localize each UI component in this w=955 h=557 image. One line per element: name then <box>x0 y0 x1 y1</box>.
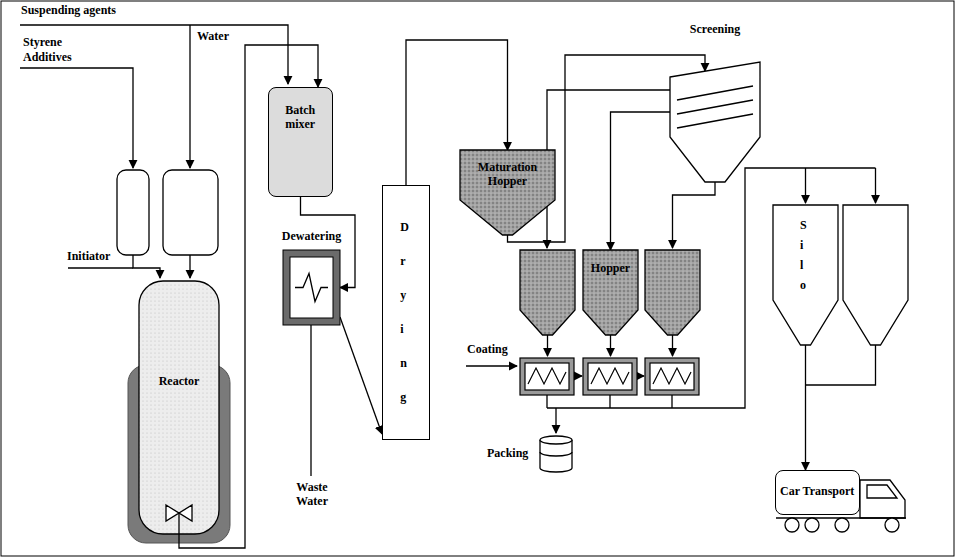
node-label: Hopper <box>591 262 630 276</box>
node-label: Silo <box>797 215 814 295</box>
truck-wheel <box>805 518 819 532</box>
drum-body <box>540 440 572 472</box>
text-area: Maturation Hopper <box>464 154 551 196</box>
mixer-screw <box>528 368 566 384</box>
mixer-frame <box>520 358 574 395</box>
flow-connector <box>611 112 671 250</box>
screen-line <box>673 182 716 248</box>
storage-silo: Silo <box>773 205 838 345</box>
input-label: Water <box>196 30 230 44</box>
silo-outlet <box>806 345 876 385</box>
text-area: Silo <box>773 213 838 297</box>
centrifuge-symbol <box>295 274 328 302</box>
node-label: Maturation Hopper <box>464 161 551 189</box>
agitator-symbol <box>166 505 192 521</box>
reactor-vessel-outline <box>138 280 220 535</box>
input-label: Coating <box>466 343 509 357</box>
waste-line <box>310 325 311 476</box>
hopper-wall <box>460 150 555 235</box>
storage-silo <box>843 205 908 345</box>
product-line <box>547 168 876 408</box>
silo-feed <box>875 168 876 203</box>
flow-connector <box>340 317 382 434</box>
node-label: Batch mixer <box>276 104 325 132</box>
suspending-feed <box>20 25 288 84</box>
hopper-outlet <box>547 335 548 356</box>
coating-mixers <box>520 358 699 395</box>
packing-line <box>555 408 556 433</box>
mixer-frame <box>583 358 637 395</box>
storage-hopper: Hopper <box>583 250 638 335</box>
mixer-screw <box>653 368 691 384</box>
silo-feed <box>805 168 806 203</box>
screening-unit: Screening <box>665 62 765 182</box>
hopper-outlet <box>610 335 611 356</box>
screen-housing <box>670 62 760 182</box>
flow-connector <box>805 345 806 470</box>
reactor-vessel: Reactor <box>138 280 220 535</box>
dryer-column: Drying <box>382 185 430 440</box>
hopper-outlet <box>672 335 673 356</box>
batch-mixer: Batch mixer <box>268 87 333 197</box>
agitator-shaft <box>178 513 179 535</box>
initiator-feed <box>68 267 133 268</box>
node-label: Drying <box>397 210 414 414</box>
mixer-frame <box>645 358 699 395</box>
truck-wheel <box>885 518 899 532</box>
storage-hopper <box>645 250 700 335</box>
dewatering-frame <box>283 250 340 325</box>
text-area: Hopper <box>583 258 638 280</box>
text-area: Dewatering <box>258 229 365 245</box>
text-area: Reactor <box>138 370 220 394</box>
tank-feed <box>133 255 160 278</box>
node-label: Car Transport <box>780 485 854 499</box>
dewatering-body <box>290 257 333 318</box>
water-feed <box>189 25 190 168</box>
coating-line <box>637 375 644 376</box>
input-label: Styrene <box>22 36 63 50</box>
additive-tank <box>117 170 149 255</box>
screening-unit-outline <box>665 62 765 182</box>
truck-cab <box>860 480 905 518</box>
text-area: Batch mixer <box>276 97 325 139</box>
input-label: Suspending agents <box>20 4 117 18</box>
output-label: Packing <box>486 447 529 461</box>
output-label: Waste Water <box>284 481 340 509</box>
text-area: Car Transport <box>778 473 857 512</box>
coating-line <box>466 365 517 366</box>
packing-drum <box>540 436 572 472</box>
drum-band <box>540 452 572 456</box>
mixer-body <box>650 363 694 390</box>
mixer-screw <box>591 368 629 384</box>
mixer-body <box>588 363 632 390</box>
hopper-wall <box>583 250 638 335</box>
node-label: Dewatering <box>282 230 341 244</box>
node-label: Reactor <box>159 375 200 389</box>
maturation-hopper: Maturation Hopper <box>460 150 555 235</box>
truck-wheel <box>785 518 799 532</box>
input-label: Additives <box>22 51 73 65</box>
mixer-body <box>525 363 569 390</box>
input-label: Initiator <box>66 250 111 264</box>
dewatering-unit: Dewatering <box>283 250 340 325</box>
vessel-wall <box>139 281 219 534</box>
coating-line <box>574 375 582 376</box>
node-label: Screening <box>690 23 740 37</box>
water-tank <box>163 170 218 255</box>
truck-window <box>867 485 897 498</box>
truck-body: Car Transport <box>775 470 860 515</box>
storage-hopper <box>520 250 575 335</box>
text-area: Drying <box>382 205 430 420</box>
truck-wheel <box>835 518 849 532</box>
screen-deck <box>677 86 753 128</box>
drum-lid <box>540 436 572 444</box>
tank-feed <box>189 255 190 278</box>
styrene-feed <box>20 68 133 168</box>
hopper-wall <box>773 205 838 345</box>
dewatering-unit-outline <box>283 250 340 325</box>
text-area: Screening <box>665 22 765 38</box>
